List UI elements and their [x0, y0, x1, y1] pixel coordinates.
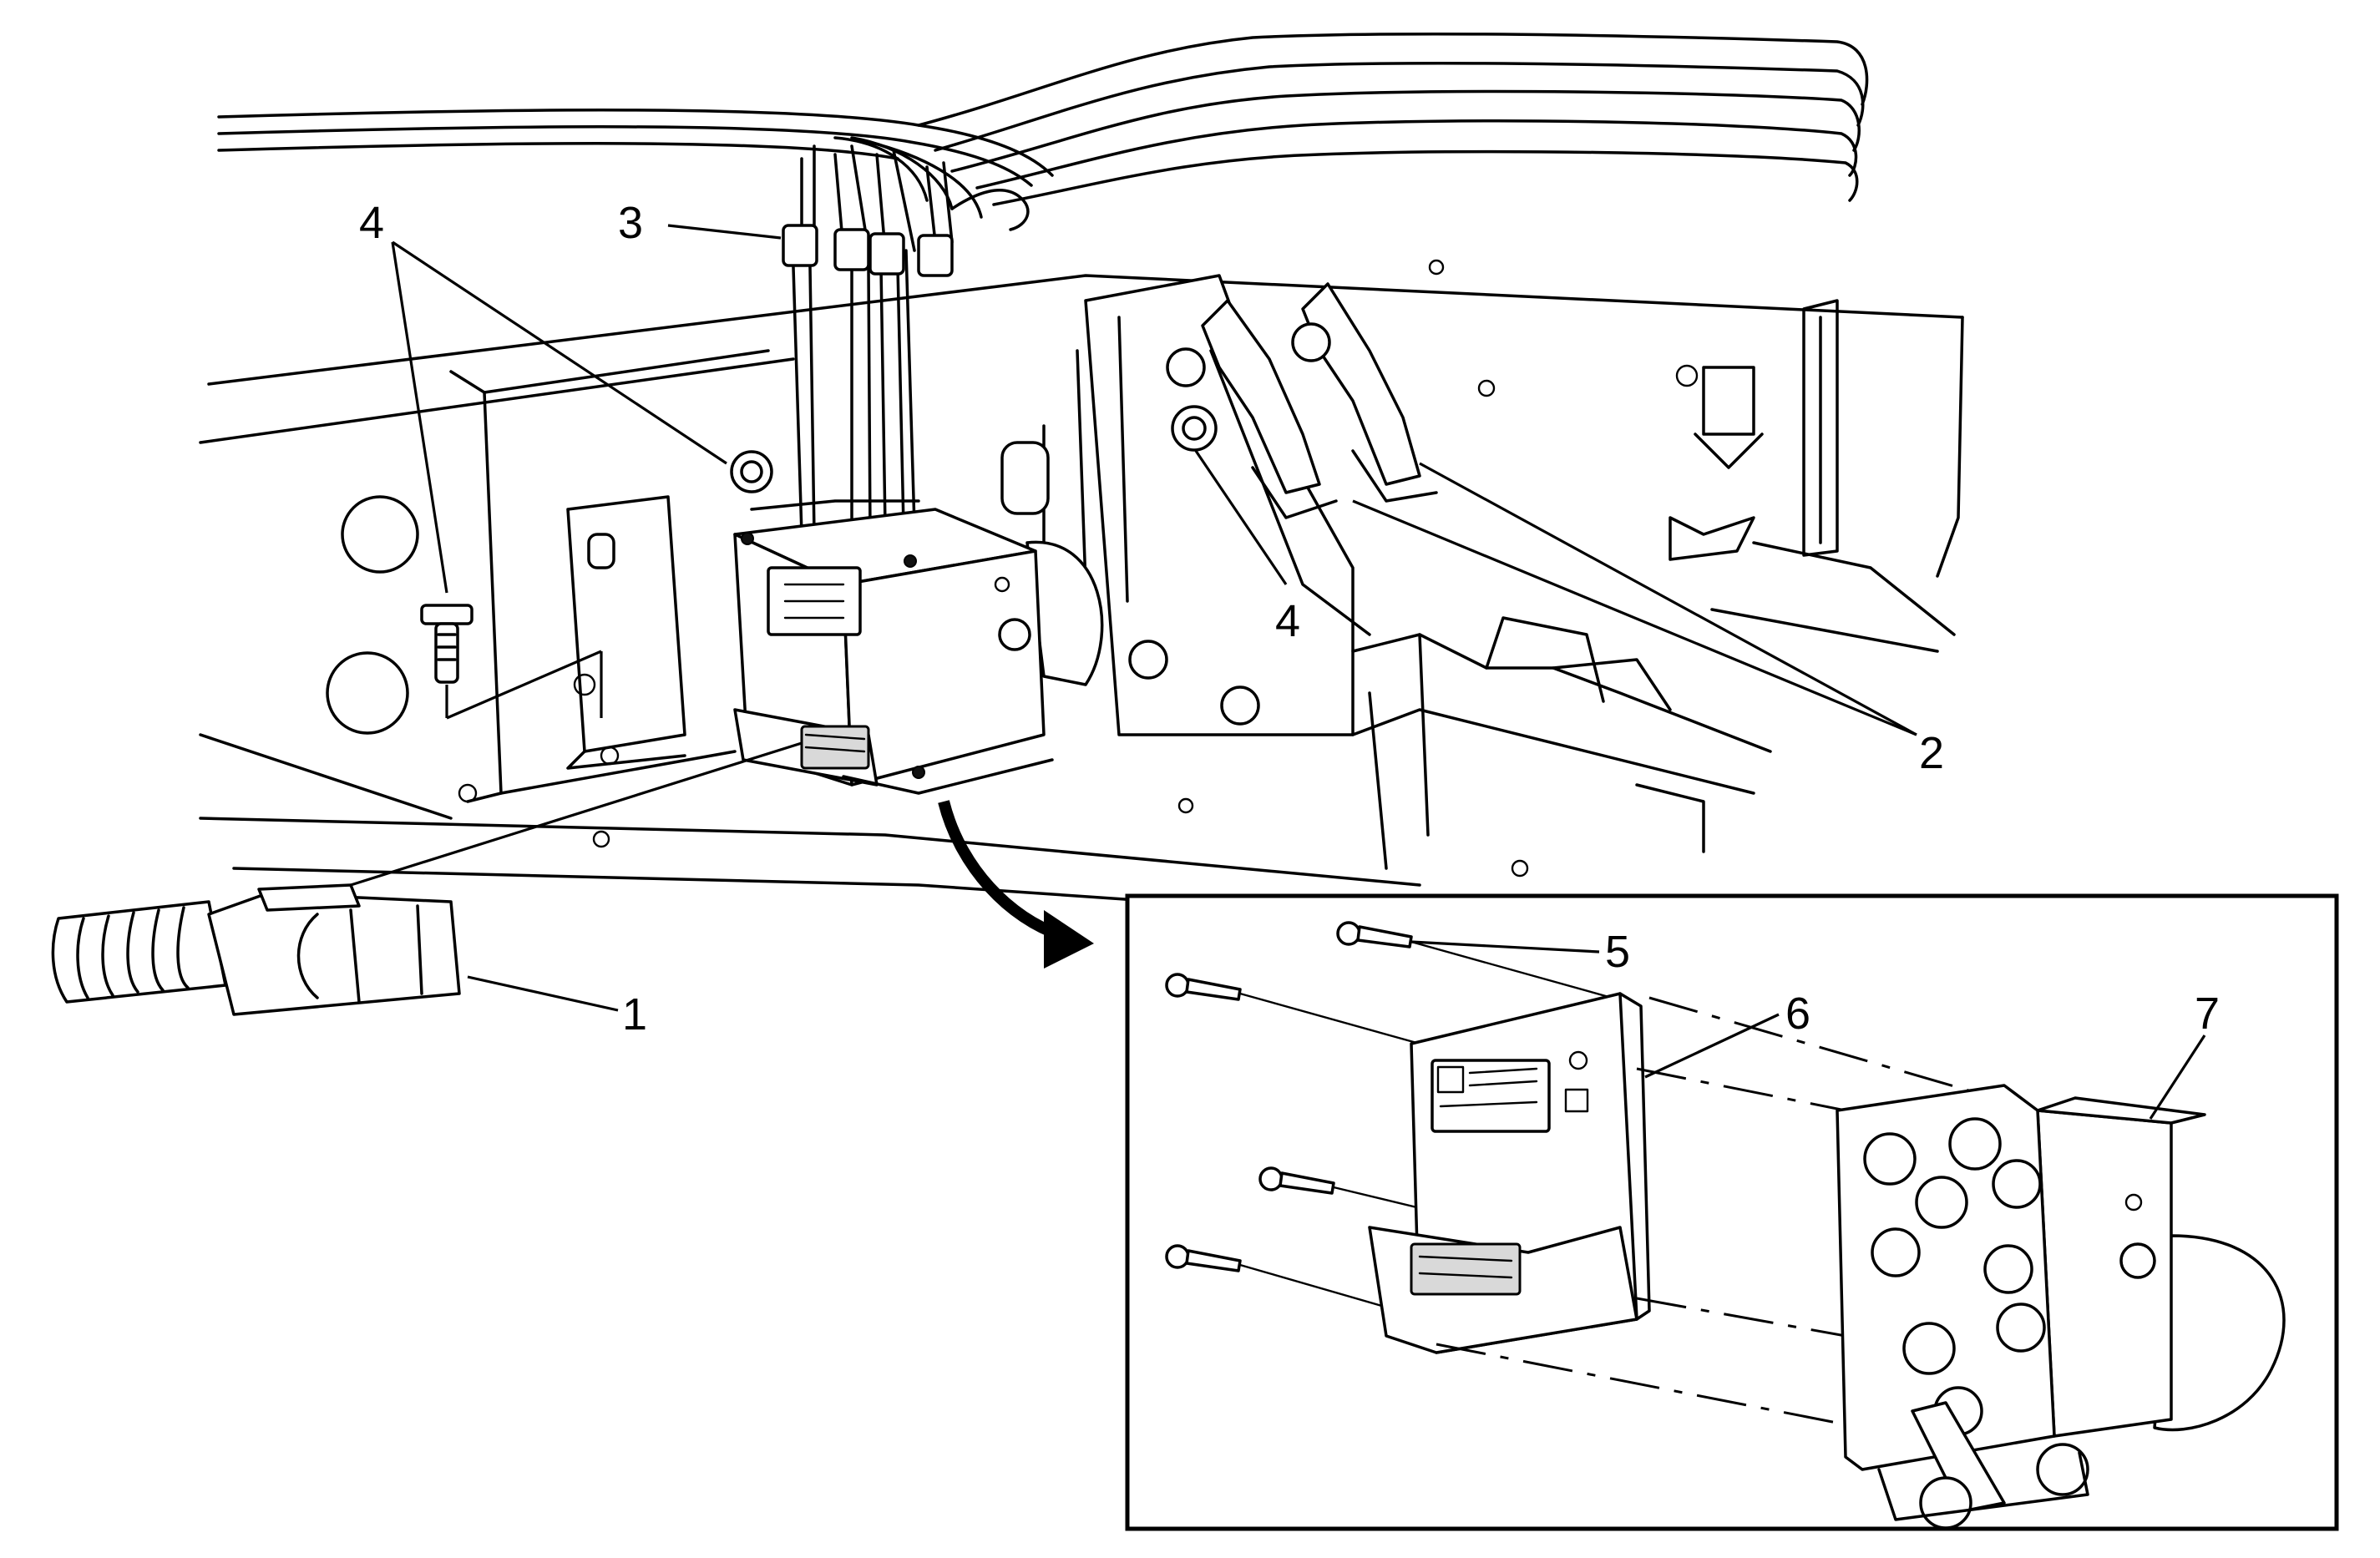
bolt-icon — [420, 604, 473, 625]
screw-left-top — [1165, 973, 1242, 1001]
screw-top — [1336, 921, 1413, 948]
callout-7: 7 — [2195, 989, 2220, 1039]
callout-4-right: 4 — [1275, 596, 1300, 646]
screw-icon — [1165, 1244, 1190, 1269]
vehicle-frame — [199, 259, 1964, 920]
bolt-vertical — [420, 604, 473, 684]
tube-nut-icon — [917, 234, 954, 277]
screw-icon — [1336, 921, 1361, 946]
callout-1: 1 — [622, 989, 647, 1040]
callout-labels: 1 2 3 4 4 5 6 7 — [359, 198, 2220, 1040]
control-module — [1368, 992, 1651, 1354]
callout-2: 2 — [1919, 728, 1944, 778]
callout-5: 5 — [1605, 927, 1630, 977]
screw-icon — [1165, 973, 1190, 998]
leader-lines — [350, 224, 2206, 1120]
screw-middle — [1258, 1166, 1335, 1195]
tube-nut-icon — [868, 232, 905, 276]
bolt-left — [730, 450, 773, 493]
abs-module-installed — [733, 499, 1104, 795]
tube-nut-icon — [782, 224, 818, 267]
callout-4-left: 4 — [359, 198, 384, 248]
bolt-right — [1171, 405, 1218, 452]
callout-3: 3 — [618, 198, 643, 248]
brake-pressure-modulator — [1836, 1084, 2286, 1530]
curved-arrow-icon — [938, 800, 1094, 969]
screw-bottom — [1165, 1244, 1242, 1272]
tube-nut-group — [782, 224, 954, 277]
screw-icon — [1258, 1166, 1284, 1191]
inset-detail-panel — [1125, 893, 2339, 1531]
callout-6: 6 — [1785, 989, 1810, 1039]
tube-nut-icon — [833, 228, 870, 271]
wiring-harness-connector — [51, 883, 461, 1016]
